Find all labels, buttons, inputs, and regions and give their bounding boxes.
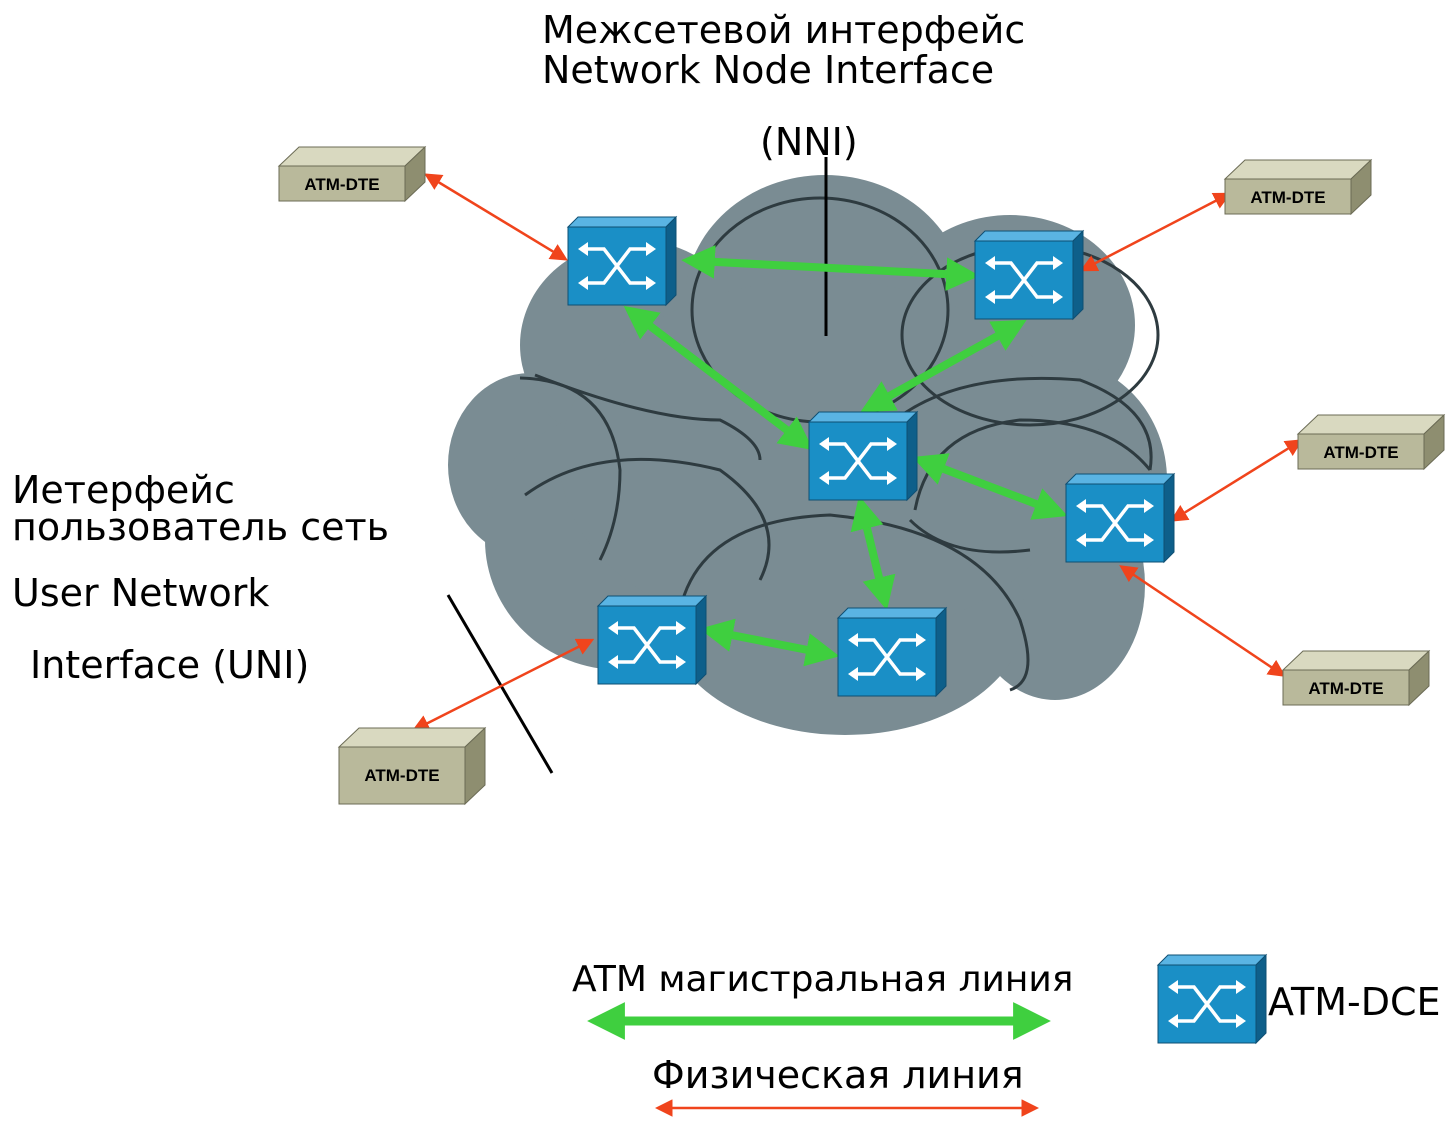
uni-line-3: User Network xyxy=(12,571,270,615)
physical-link xyxy=(1170,439,1303,522)
trunk-link xyxy=(623,305,814,451)
nni-abbr: (NNI) xyxy=(760,120,858,164)
dte-label: ATM-DTE xyxy=(1250,188,1325,207)
trunk-link xyxy=(681,245,980,291)
dte-device: ATM-DTE xyxy=(1296,413,1446,471)
trunk-link xyxy=(699,618,840,667)
physical-link xyxy=(1079,192,1232,272)
dte-label: ATM-DTE xyxy=(1323,443,1398,462)
legend-switch-icon xyxy=(1156,953,1268,1045)
trunk-link xyxy=(860,319,1027,413)
physical-link xyxy=(411,638,595,732)
uni-line-2: пользователь сеть xyxy=(12,505,389,549)
physical-link xyxy=(1119,565,1286,677)
dte-device: ATM-DTE xyxy=(1223,158,1373,216)
nni-title-en: Network Node Interface xyxy=(542,48,995,92)
dte-label: ATM-DTE xyxy=(1308,679,1383,698)
trunk-link xyxy=(912,453,1068,520)
atm-switch-icon xyxy=(566,215,678,307)
atm-switch-icon xyxy=(596,594,708,686)
uni-line-1: Иетерфейс xyxy=(12,468,235,512)
legend-dce-label: ATM-DCE xyxy=(1268,980,1441,1024)
physical-link xyxy=(424,173,568,261)
dte-label: ATM-DTE xyxy=(364,766,439,785)
dte-device: ATM-DTE xyxy=(1281,649,1431,707)
dte-device: ATM-DTE xyxy=(337,726,487,806)
dte-label: ATM-DTE xyxy=(304,175,379,194)
nni-title-ru: Межсетевой интерфейс xyxy=(542,8,1026,52)
legend-physical-label: Физическая линия xyxy=(652,1053,1024,1097)
atm-switch-icon xyxy=(1064,472,1176,564)
atm-switch-icon xyxy=(807,410,919,502)
legend-trunk-label: ATM магистральная линия xyxy=(572,959,1074,1000)
atm-switch-icon xyxy=(973,229,1085,321)
uni-line-4: Interface (UNI) xyxy=(30,643,310,687)
trunk-link xyxy=(850,495,896,611)
atm-switch-icon xyxy=(836,606,948,698)
dte-device: ATM-DTE xyxy=(277,145,427,203)
